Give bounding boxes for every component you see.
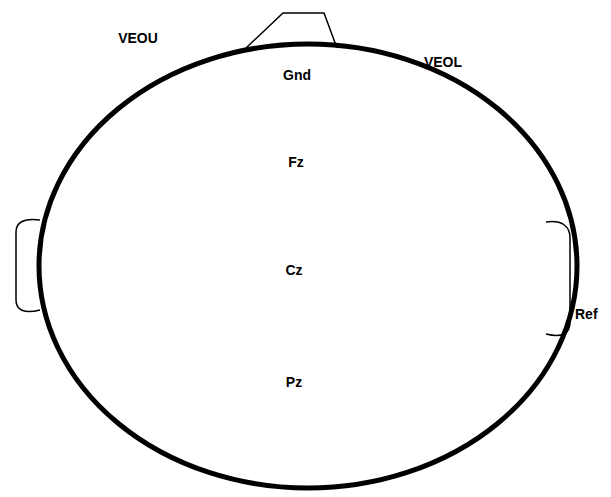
electrode-label: VEOL	[424, 55, 462, 69]
right-ear	[546, 222, 570, 336]
electrode-label: Gnd	[283, 68, 311, 82]
electrode-label: Fz	[288, 155, 304, 169]
electrode-label: Cz	[285, 263, 302, 277]
left-ear	[16, 220, 40, 312]
electrode-label: Ref	[575, 307, 598, 321]
head-circle	[39, 44, 577, 488]
electrode-label: Pz	[286, 375, 302, 389]
electrode-label: VEOU	[118, 31, 158, 45]
